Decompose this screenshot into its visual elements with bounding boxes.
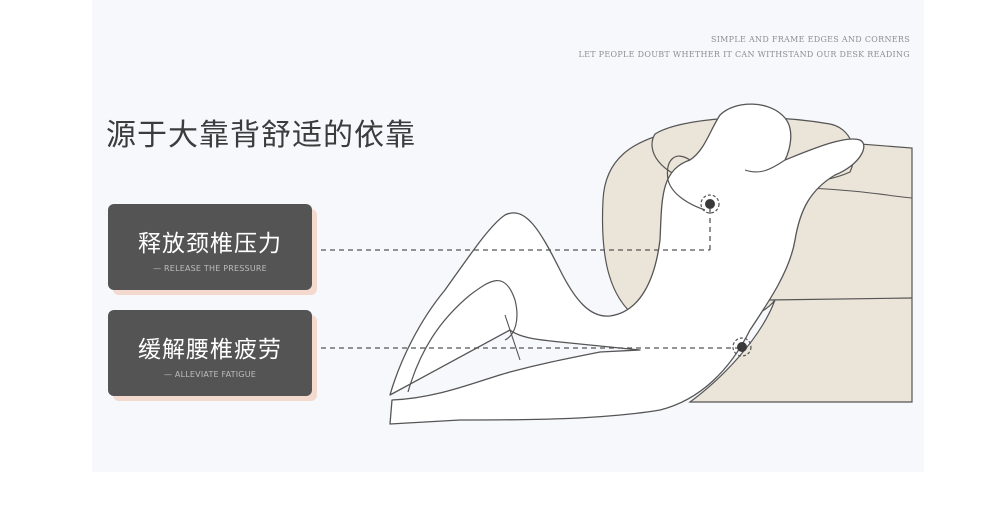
feature-card-waist: 缓解腰椎疲劳 — ALLEVIATE FATIGUE: [108, 310, 312, 396]
headline: 源于大靠背舒适的依靠: [106, 118, 416, 153]
tagline-line-1: SIMPLE AND FRAME EDGES AND CORNERS: [710, 35, 910, 44]
tagline: SIMPLE AND FRAME EDGES AND CORNERS LET P…: [578, 32, 910, 62]
feature-title: 缓解腰椎疲劳: [138, 337, 282, 363]
feature-card-neck: 释放颈椎压力 — RELEASE THE PRESSURE: [108, 204, 312, 290]
person-body: [389, 103, 865, 425]
feature-subtitle: — ALLEVIATE FATIGUE: [163, 370, 257, 379]
neck-target-marker: [700, 194, 720, 214]
feature-title: 释放颈椎压力: [138, 231, 282, 257]
waist-target-marker: [732, 337, 752, 357]
feature-subtitle: — RELEASE THE PRESSURE: [153, 264, 267, 273]
tagline-line-2: LET PEOPLE DOUBT WHETHER IT CAN WITHSTAN…: [578, 50, 910, 59]
